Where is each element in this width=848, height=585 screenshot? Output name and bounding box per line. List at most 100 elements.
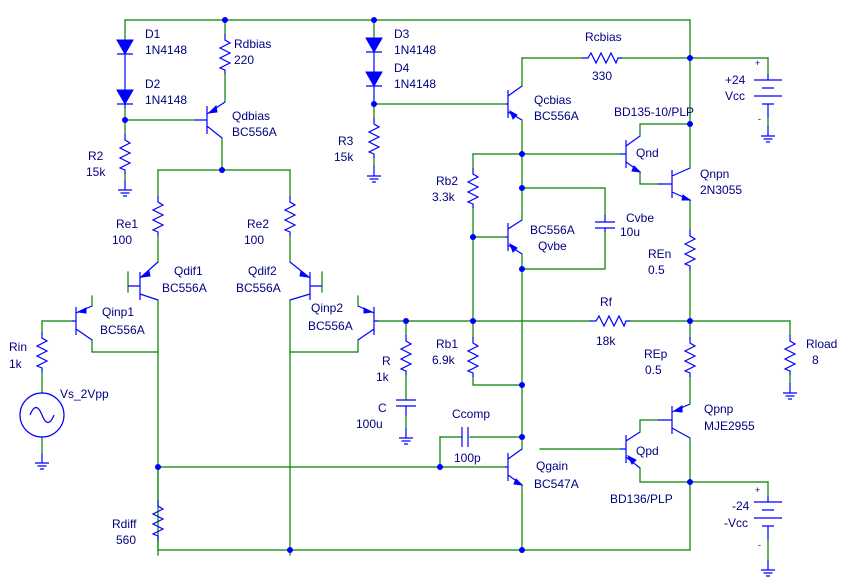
rep-name: REp [644, 347, 668, 361]
d1-model: 1N4148 [145, 43, 187, 57]
transistor-qinp2 [357, 305, 378, 341]
r3-name: R3 [338, 134, 354, 148]
qdif2-name: Qdif2 [248, 264, 277, 278]
vcc-pos-label: Vcc [725, 89, 745, 103]
rb1-name: Rb1 [436, 337, 458, 351]
qdif1-name: Qdif1 [174, 264, 203, 278]
r2-value: 15k [86, 165, 106, 179]
cvbe-name: Cvbe [626, 211, 654, 225]
wires [41, 19, 791, 561]
diode-d4 [365, 71, 383, 104]
transistor-qgain [505, 448, 524, 486]
ground-vcc-pos [760, 125, 776, 143]
re2-value: 100 [244, 233, 264, 247]
transistor-qcbias [506, 85, 523, 121]
transistor-qvbe [506, 219, 523, 255]
diode-d1 [116, 39, 134, 80]
diode-d2 [116, 80, 134, 108]
r-value: 1k [376, 370, 390, 384]
rload-value: 8 [812, 353, 819, 367]
rdiff-value: 560 [116, 533, 136, 547]
rin-value: 1k [9, 357, 23, 371]
d3-name: D3 [394, 27, 410, 41]
qinp2-model: BC556A [308, 319, 353, 333]
c-value: 100u [356, 417, 383, 431]
vcc-pos-plus: + [755, 58, 760, 68]
qcbias-model: BC556A [534, 109, 579, 123]
resistor-rb1 [467, 336, 479, 378]
cvbe-value: 10u [620, 225, 640, 239]
transistor-qdbias [195, 101, 226, 139]
rdbias-name: Rdbias [234, 37, 271, 51]
transistor-qnd [620, 135, 642, 173]
rin-name: Rin [9, 340, 27, 354]
qdif2-model: BC556A [236, 281, 281, 295]
qpnp-name: Qpnp [704, 402, 734, 416]
qgain-name: Qgain [536, 459, 568, 473]
ccomp-name: Ccomp [452, 407, 490, 421]
r2-name: R2 [88, 149, 104, 163]
resistor-r3 [368, 117, 380, 159]
resistor-rdbias [219, 33, 231, 75]
d1-name: D1 [145, 27, 161, 41]
re2-name: Re2 [247, 217, 269, 231]
vcc-neg-label: -Vcc [724, 516, 748, 530]
vcc-neg-minus: - [758, 540, 761, 550]
qinp1-name: Qinp1 [102, 305, 134, 319]
qnpn-name: Qnpn [700, 167, 729, 181]
transistor-qinp1 [72, 305, 93, 341]
ground-r2 [117, 179, 133, 197]
transistor-qpnp [658, 403, 691, 439]
vcc-neg-name: -24 [732, 499, 750, 513]
qnpn-model: 2N3055 [700, 183, 742, 197]
rep-value: 0.5 [645, 363, 662, 377]
transistor-qdif2 [289, 261, 322, 301]
capacitor-ccomp [461, 427, 469, 447]
resistor-re2 [284, 195, 296, 237]
ground-vs [34, 452, 50, 470]
vcc-neg-plus: + [755, 485, 760, 495]
resistor-rb2 [467, 167, 479, 209]
resistor-ren [684, 229, 696, 271]
d2-name: D2 [145, 77, 161, 91]
ground-rload [782, 382, 798, 400]
qnd-model: BD135-10/PLP [614, 105, 694, 119]
r-name: R [382, 354, 391, 368]
diode-d3 [365, 37, 383, 72]
d4-name: D4 [394, 61, 410, 75]
rcbias-name: Rcbias [585, 30, 622, 44]
ground-c [398, 427, 414, 445]
source-vs [19, 392, 65, 438]
ground-r3 [366, 165, 382, 183]
c-name: C [378, 401, 387, 415]
ground-vcc-neg [760, 559, 776, 577]
rf-name: Rf [600, 295, 613, 309]
qpnp-model: MJE2955 [704, 419, 755, 433]
qpd-name: Qpd [636, 444, 659, 458]
battery-vcc-neg [754, 496, 782, 540]
transistor-qpd [620, 431, 641, 469]
qinp2-name: Qinp2 [311, 301, 343, 315]
resistor-rf [589, 315, 631, 327]
vs-name: Vs_2Vpp [60, 387, 109, 401]
resistor-re1 [152, 195, 164, 237]
re1-name: Re1 [116, 217, 138, 231]
transistor-qdif1 [128, 261, 159, 301]
resistor-rep [684, 336, 696, 378]
d2-model: 1N4148 [145, 93, 187, 107]
resistor-rload [784, 334, 796, 376]
resistor-r [400, 334, 412, 376]
qinp1-model: BC556A [100, 323, 145, 337]
transistor-qnpn [658, 167, 692, 201]
rdiff-name: Rdiff [112, 517, 137, 531]
re1-value: 100 [112, 233, 132, 247]
r3-value: 15k [334, 150, 354, 164]
rb1-value: 6.9k [432, 353, 456, 367]
qcbias-name: Qcbias [534, 93, 571, 107]
rb2-name: Rb2 [436, 174, 458, 188]
capacitor-cvbe [595, 215, 615, 232]
resistor-rin [36, 331, 48, 373]
d4-model: 1N4148 [394, 77, 436, 91]
battery-vcc-pos [754, 74, 782, 118]
ccomp-value: 100p [454, 451, 481, 465]
